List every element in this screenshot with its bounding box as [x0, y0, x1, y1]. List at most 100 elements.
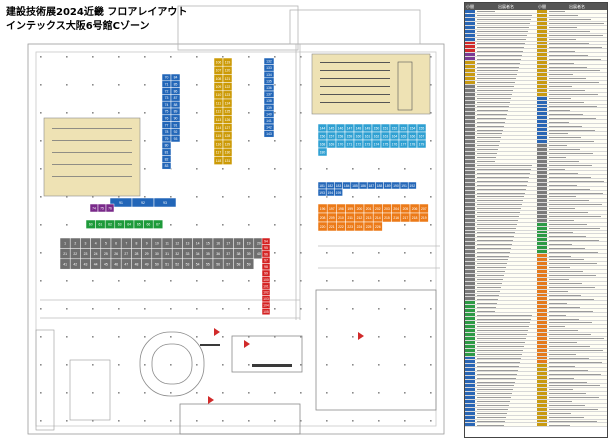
- legend-booth-cell: [537, 206, 547, 210]
- legend-exhibitor-cell: [475, 328, 537, 332]
- legend-booth-cell: [537, 321, 547, 324]
- booth-number: 44: [94, 262, 98, 266]
- booth-number: 8: [136, 242, 138, 246]
- legend-booth-cell: [537, 230, 547, 234]
- legend-row: [465, 293, 607, 298]
- legend-booth-cell: [537, 388, 547, 391]
- booth-number: 184: [344, 184, 350, 188]
- legend-exhibitor-cell: [547, 336, 607, 340]
- legend-exhibitor-cell: [475, 230, 537, 234]
- booth-number: 14: [196, 242, 200, 246]
- booth-number: 79: [165, 137, 169, 141]
- legend-booth-cell: [537, 132, 547, 135]
- booth-number: 110: [216, 93, 222, 97]
- booth-number: 162: [374, 134, 380, 138]
- legend-exhibitor-cell: [475, 218, 537, 222]
- legend-booth-cell: [537, 214, 547, 218]
- booth-number: 64: [127, 223, 131, 227]
- legend-exhibitor-cell: [475, 49, 537, 53]
- legend-booth-cell: [465, 384, 475, 387]
- booth-number: 145: [329, 126, 335, 130]
- legend-exhibitor-cell: [547, 136, 607, 139]
- legend-row: [465, 73, 607, 77]
- legend-booth-cell: [465, 328, 475, 332]
- booth-number: 1: [64, 242, 66, 246]
- booth-number: 72: [165, 89, 169, 93]
- booth-number: 147: [347, 126, 353, 130]
- booth-number: 23: [84, 252, 88, 256]
- legend-booth-cell: [465, 191, 475, 195]
- legend-booth-cell: [465, 88, 475, 92]
- booth-number: 141: [266, 119, 272, 123]
- legend-booth-cell: [465, 419, 475, 423]
- legend-booth-cell: [465, 403, 475, 407]
- booth-number: 86: [174, 89, 178, 93]
- legend-exhibitor-cell: [547, 344, 607, 348]
- legend-booth-cell: [537, 281, 547, 285]
- legend-row: [465, 17, 607, 22]
- legend-booth-cell: [537, 238, 547, 242]
- arrow-markers: [208, 328, 364, 404]
- legend-booth-cell: [465, 305, 475, 309]
- legend-booth-cell: [465, 151, 475, 155]
- legend-exhibitor-cell: [547, 112, 607, 116]
- floor-plan: 7071727374757677787980818283848586878889…: [27, 5, 445, 435]
- legend-row: [465, 104, 607, 109]
- booth-number: 223: [347, 225, 353, 229]
- booth-number: 120: [225, 69, 231, 73]
- legend-row: [465, 246, 607, 251]
- legend-booth-cell: [537, 210, 547, 214]
- legend-exhibitor-cell: [475, 262, 537, 265]
- legend-row: [465, 175, 607, 180]
- legend-exhibitor-cell: [547, 29, 607, 33]
- legend-booth-cell: [537, 25, 547, 29]
- legend-row: [465, 258, 607, 262]
- legend-row: [465, 380, 607, 385]
- booth-number: 32: [175, 252, 179, 256]
- legend-row: [465, 388, 607, 392]
- legend-booth-cell: [465, 69, 475, 72]
- legend-exhibitor-cell: [547, 222, 607, 226]
- booth-number: 92: [174, 130, 178, 134]
- legend-booth-cell: [537, 73, 547, 76]
- legend-row: [465, 124, 607, 129]
- page-title: 建設技術展2024近畿 フロアレイアウト インテックス大阪6号館Cゾーン: [6, 6, 187, 34]
- booth-number: 65: [137, 223, 141, 227]
- legend-exhibitor-cell: [547, 234, 607, 238]
- booth-number: 221: [329, 225, 335, 229]
- booth-number: 11: [165, 242, 169, 246]
- legend-exhibitor-cell: [547, 21, 607, 25]
- booth-number: 121: [225, 77, 231, 81]
- legend-booth-cell: [465, 179, 475, 183]
- booth-number: 26: [114, 252, 118, 256]
- legend-booth-cell: [537, 376, 547, 380]
- legend-exhibitor-cell: [547, 364, 607, 368]
- booth-number: 144: [320, 126, 326, 130]
- legend-booth-cell: [537, 423, 547, 427]
- legend-exhibitor-cell: [547, 13, 607, 17]
- booth-number: 146: [338, 126, 344, 130]
- booth-number: 129: [225, 142, 231, 146]
- legend-row: [465, 273, 607, 278]
- legend-exhibitor-cell: [547, 171, 607, 175]
- legend-booth-cell: [465, 325, 475, 328]
- legend-exhibitor-cell: [475, 313, 537, 317]
- legend-booth-cell: [465, 80, 475, 84]
- booth-number: 225: [366, 225, 372, 229]
- booth-number: 217: [403, 216, 409, 220]
- legend-exhibitor-cell: [547, 57, 607, 61]
- legend-exhibitor-cell: [547, 281, 607, 285]
- booth-number: 219: [421, 216, 427, 220]
- legend-booth-cell: [537, 53, 547, 57]
- legend-rows: [465, 10, 607, 428]
- booth-number: 226: [375, 225, 381, 229]
- booth-number: 88: [174, 103, 178, 107]
- booth-number: 215: [384, 216, 390, 220]
- booth-number: 207: [421, 207, 427, 211]
- legend-exhibitor-cell: [547, 49, 607, 53]
- legend-row: [465, 364, 607, 369]
- booth-number: 191: [401, 184, 407, 188]
- legend-exhibitor-cell: [547, 100, 607, 104]
- legend-booth-cell: [537, 277, 547, 281]
- legend-row: [465, 143, 607, 148]
